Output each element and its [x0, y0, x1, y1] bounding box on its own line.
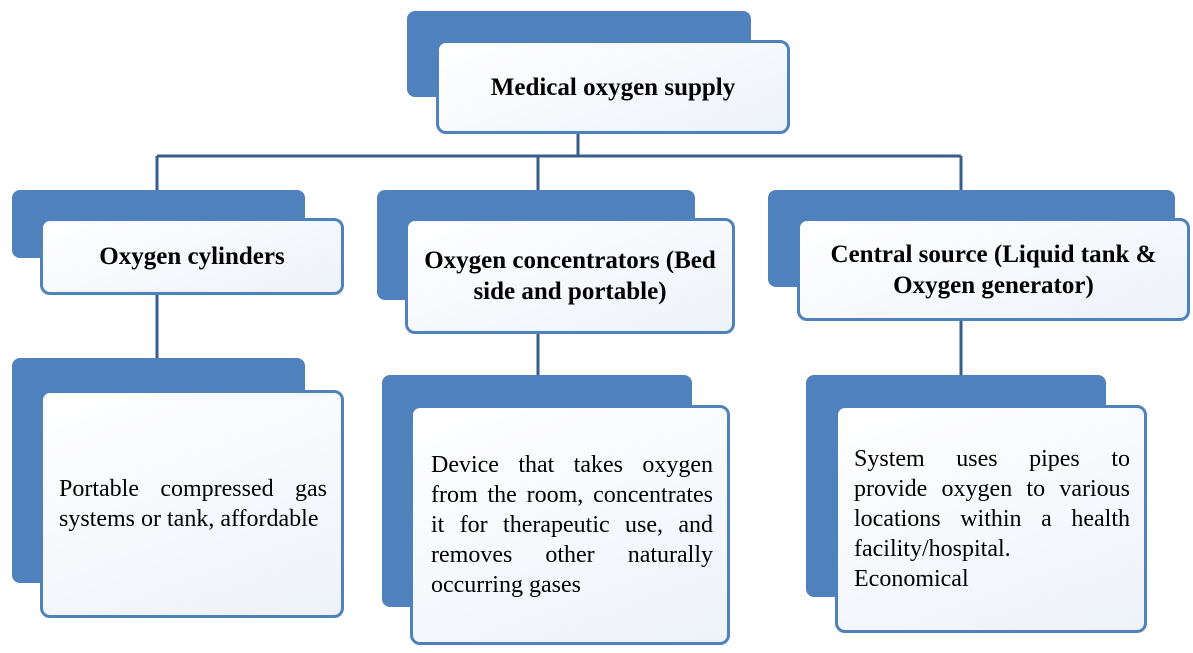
branch-3-box: Central source (Liquid tank & Oxygen gen… — [797, 218, 1190, 321]
detail-2-text: Device that takes oxygen from the room, … — [431, 452, 713, 598]
detail-1-text: Portable compressed gas systems or tank,… — [59, 476, 327, 532]
branch-3-title: Central source (Liquid tank & Oxygen gen… — [830, 240, 1157, 299]
detail-3-box: System uses pipes to provide oxygen to v… — [835, 405, 1147, 633]
root-box: Medical oxygen supply — [436, 40, 790, 134]
detail-2-box: Device that takes oxygen from the room, … — [410, 405, 730, 645]
root-label: Medical oxygen supply — [490, 73, 736, 101]
branch-1-box: Oxygen cylinders — [40, 218, 344, 295]
detail-3-text: System uses pipes to provide oxygen to v… — [854, 446, 1130, 592]
branch-2-box: Oxygen concentrators (Bed side and porta… — [405, 218, 735, 334]
detail-1-box: Portable compressed gas systems or tank,… — [40, 390, 344, 618]
branch-1-title: Oxygen cylinders — [99, 243, 285, 270]
branch-2-title: Oxygen concentrators (Bed side and porta… — [424, 247, 716, 305]
